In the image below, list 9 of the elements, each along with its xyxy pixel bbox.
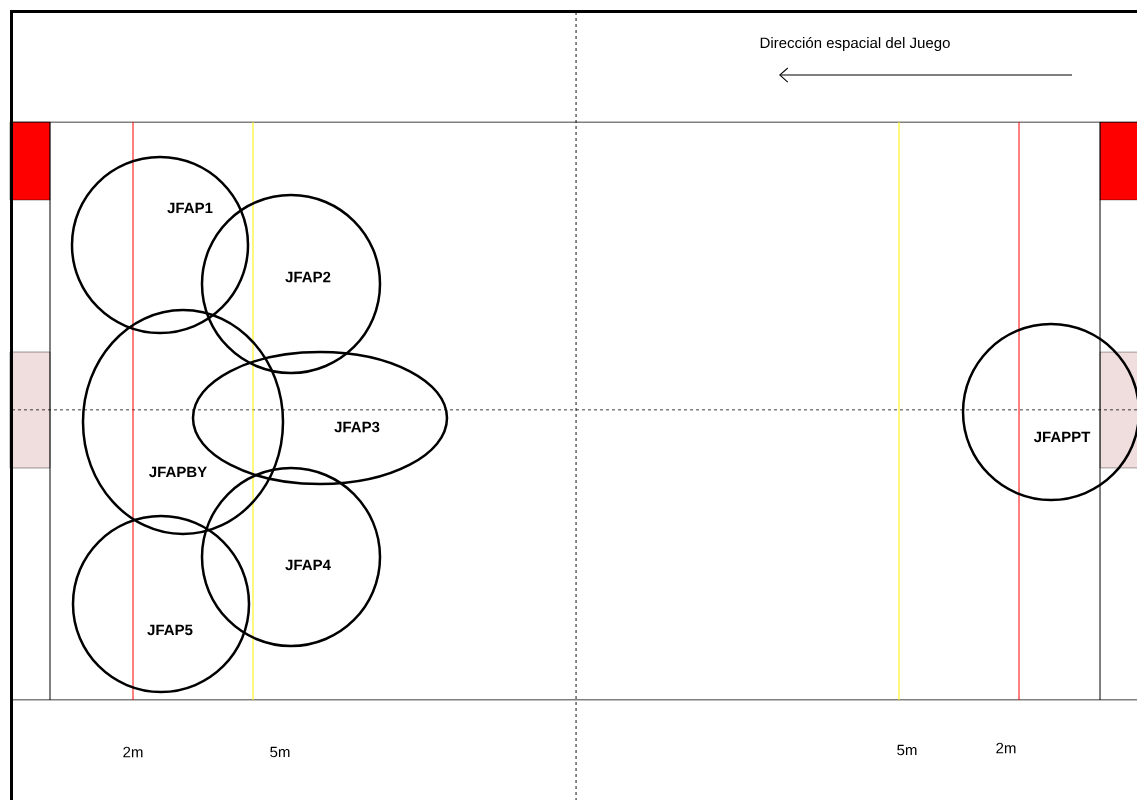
direction-label: Dirección espacial del Juego (760, 36, 950, 52)
player-zone: JFAP5 (71, 514, 251, 694)
distance-label: 2m (123, 746, 143, 758)
player-zone: JFAPBY (81, 308, 285, 536)
distance-label: 5m (897, 744, 917, 756)
player-zone: JFAP1 (70, 155, 250, 335)
player-zone: JFAPPT (961, 322, 1137, 502)
distance-label: 2m (996, 742, 1016, 754)
distance-label: 5m (270, 746, 290, 758)
